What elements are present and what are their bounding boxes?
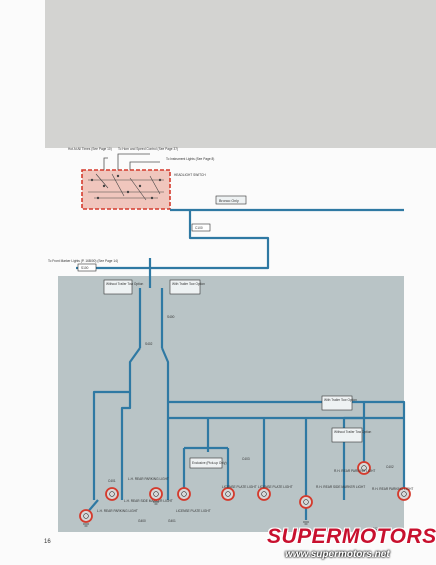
main-wiring: [76, 208, 406, 520]
headlight-switch-internals: [88, 173, 164, 201]
with-tow-right-tag: With Trailer Tow Option: [321, 395, 357, 411]
lamp-label: R.H. REAR PARKING LIGHT: [372, 487, 413, 491]
lamp-label: R.H. REAR SIDE MARKER LIGHT: [316, 485, 365, 489]
supermotors-watermark: SUPERMOTORS www.supermotors.net: [255, 525, 436, 563]
splice-s400: S400: [167, 315, 175, 319]
without-tow-tag: Without Trailer Tow Option: [103, 279, 144, 295]
bronco-only-tag: Bronco Only: [215, 195, 247, 205]
with-tow-tag: With Trailer Tow Option: [169, 279, 205, 295]
headlight-switch-label: HEADLIGHT SWITCH: [174, 173, 206, 177]
lamp-license-plate-2: LICENSE PLATE LIGHT: [221, 485, 257, 501]
ground-g400: G400: [138, 519, 146, 523]
connector-c402: C402: [386, 465, 394, 469]
without-tow-label: Without Trailer Tow Option: [106, 282, 144, 286]
without-tow-right-label: Without Trailer Tow Option: [334, 430, 372, 434]
lamp-lh-rear-side-marker: L.H. REAR SIDE MARKER LIGHT: [105, 487, 173, 503]
ground-g401: G401: [168, 519, 176, 523]
s100-label: S100: [81, 266, 89, 270]
splice-s402: S402: [145, 342, 153, 346]
connector-s100: S100: [77, 263, 97, 272]
c100-label: C100: [195, 226, 203, 230]
bronco-only-label: Bronco Only: [219, 199, 239, 203]
lamp-label: L.H. REAR PARKING LIGHT: [97, 509, 138, 513]
lamp-license-plate-1: LICENSE PLATE LIGHT: [176, 487, 211, 513]
lamp-rh-rear-parking-1: R.H. REAR PARKING LIGHT: [334, 461, 375, 475]
lamp-lh-rear-parking-1: L.H. REAR PARKING LIGHT: [79, 509, 138, 523]
page-number: 16: [44, 539, 51, 545]
ground-g402: G402: [370, 527, 378, 531]
headlight-switch-contacts: [90, 174, 162, 200]
connector-c401: C401: [108, 479, 116, 483]
lamp-label: L.H. REAR PARKING LIGHT: [128, 477, 169, 481]
instrument-lights-label: To Instrument Lights (See Page 8): [166, 157, 214, 161]
pickup-only-tag: Exclusive (Pick-up Only): [189, 457, 227, 469]
horn-speed-label: To Horn and Speed Control (See Page 37): [118, 147, 178, 151]
lamp-label: LICENSE PLATE LIGHT: [258, 485, 293, 489]
connector-c100: C100: [191, 223, 211, 232]
hot-at-all-times-label: Hot At All Times (See Page 10): [68, 147, 112, 151]
lamp-label: L.H. REAR SIDE MARKER LIGHT: [124, 499, 173, 503]
lamp-lh-rear-parking-2: L.H. REAR PARKING LIGHT: [128, 477, 169, 501]
without-tow-right-tag: Without Trailer Tow Option: [331, 427, 372, 443]
switch-feed-wires: [103, 153, 160, 170]
lamp-label: R.H. REAR PARKING LIGHT: [334, 469, 375, 473]
lamp-label: LICENSE PLATE LIGHT: [176, 509, 211, 513]
headlight-switch-box: [81, 169, 171, 210]
ground-symbols: [83, 501, 309, 527]
pickup-only-label: Exclusive (Pick-up Only): [192, 461, 227, 465]
lamp-license-plate-3: LICENSE PLATE LIGHT: [257, 485, 293, 501]
watermark-logo-text: SUPERMOTORS: [267, 525, 436, 548]
lamp-rh-rear-side-marker: R.H. REAR SIDE MARKER LIGHT: [299, 485, 365, 509]
front-marker-label: To Front Marker Lights (P. 16B/00) (See …: [48, 259, 118, 263]
lamp-rh-rear-parking-2: R.H. REAR PARKING LIGHT: [372, 487, 413, 501]
connector-c403: C403: [242, 457, 250, 461]
watermark-url: www.supermotors.net: [285, 549, 390, 560]
lamp-label: LICENSE PLATE LIGHT: [222, 485, 257, 489]
with-tow-right-label: With Trailer Tow Option: [324, 398, 357, 402]
with-tow-label: With Trailer Tow Option: [172, 282, 205, 286]
top-shaded-band: [45, 0, 436, 148]
